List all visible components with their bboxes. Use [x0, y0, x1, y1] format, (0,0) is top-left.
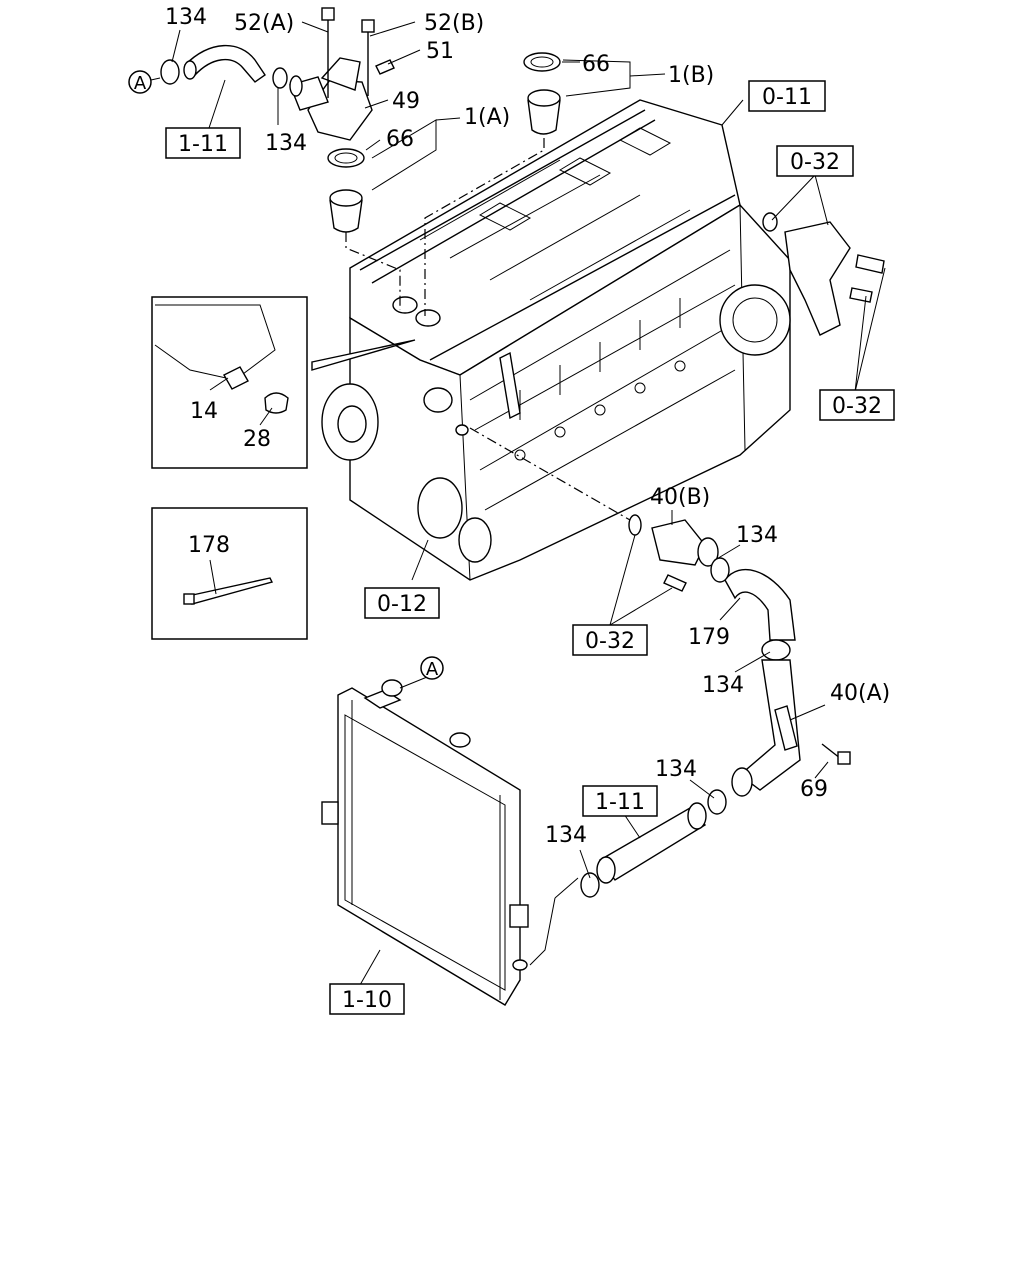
- label-134-upper: 134: [265, 131, 307, 156]
- svg-text:0-32: 0-32: [585, 629, 635, 654]
- label-40b: 40(B): [650, 485, 710, 510]
- label-66-top: 66: [582, 52, 610, 77]
- svg-text:1-10: 1-10: [342, 988, 392, 1013]
- gasket-66-top: [523, 52, 561, 72]
- svg-text:0-32: 0-32: [832, 394, 882, 419]
- ref-box-0-11: 0-11: [748, 80, 826, 112]
- marker-a-top: A: [128, 70, 152, 94]
- label-28: 28: [243, 427, 271, 452]
- label-40a: 40(A): [830, 681, 890, 706]
- inlet-40b: [469, 427, 719, 592]
- bolt-52b: [361, 19, 375, 96]
- bolt-69: [821, 743, 851, 765]
- label-49: 49: [392, 89, 420, 114]
- label-134-lower-right: 134: [655, 757, 697, 782]
- hose-upper: [183, 44, 266, 83]
- thermostat-housing-49: [289, 57, 373, 141]
- svg-text:1-11: 1-11: [595, 790, 645, 815]
- label-134-mid: 134: [702, 673, 744, 698]
- label-52a: 52(A): [234, 11, 294, 36]
- inset-cable-tie: [151, 507, 308, 640]
- ref-box-1-11-bottom: 1-11: [582, 785, 658, 817]
- hose-clamp-134-lower: [580, 789, 727, 898]
- svg-text:0-11: 0-11: [762, 85, 812, 110]
- water-outlet-right: [762, 212, 885, 336]
- label-1a: 1(A): [464, 105, 510, 130]
- label-66-mid: 66: [386, 127, 414, 152]
- svg-text:A: A: [134, 73, 147, 94]
- ref-box-0-32-upper: 0-32: [776, 145, 854, 177]
- svg-text:0-32: 0-32: [790, 150, 840, 175]
- label-51: 51: [426, 39, 454, 64]
- hose-lower: [596, 802, 707, 884]
- hose-clamp-134-upper-left: [160, 59, 288, 89]
- ref-box-0-12: 0-12: [364, 587, 440, 619]
- inset-plug-detail: [151, 296, 416, 469]
- radiator: [321, 679, 529, 1006]
- thermostat-1a: [329, 189, 363, 233]
- ref-box-0-32-right: 0-32: [819, 389, 895, 421]
- label-134-pump: 134: [736, 523, 778, 548]
- label-14: 14: [190, 399, 218, 424]
- label-52b: 52(B): [424, 11, 484, 36]
- engine-block: [321, 99, 791, 581]
- bolt-52a: [321, 7, 335, 98]
- label-69: 69: [800, 777, 828, 802]
- svg-text:1-11: 1-11: [178, 132, 228, 157]
- ref-box-1-10: 1-10: [329, 983, 405, 1015]
- marker-a-bottom: A: [420, 656, 444, 680]
- pipe-40a: [731, 639, 801, 797]
- label-1b: 1(B): [668, 63, 714, 88]
- label-134-top-left: 134: [165, 5, 207, 30]
- leader-lines: [171, 21, 886, 986]
- label-179: 179: [688, 625, 730, 650]
- hose-179: [710, 557, 796, 641]
- label-134-lower-left: 134: [545, 823, 587, 848]
- thermostat-1b: [527, 89, 561, 135]
- gasket-66-mid: [327, 148, 365, 168]
- svg-text:A: A: [426, 659, 439, 680]
- svg-text:0-12: 0-12: [377, 592, 427, 617]
- ref-box-0-32-lower: 0-32: [572, 624, 648, 656]
- label-178: 178: [188, 533, 230, 558]
- ref-box-1-11-top: 1-11: [165, 127, 241, 159]
